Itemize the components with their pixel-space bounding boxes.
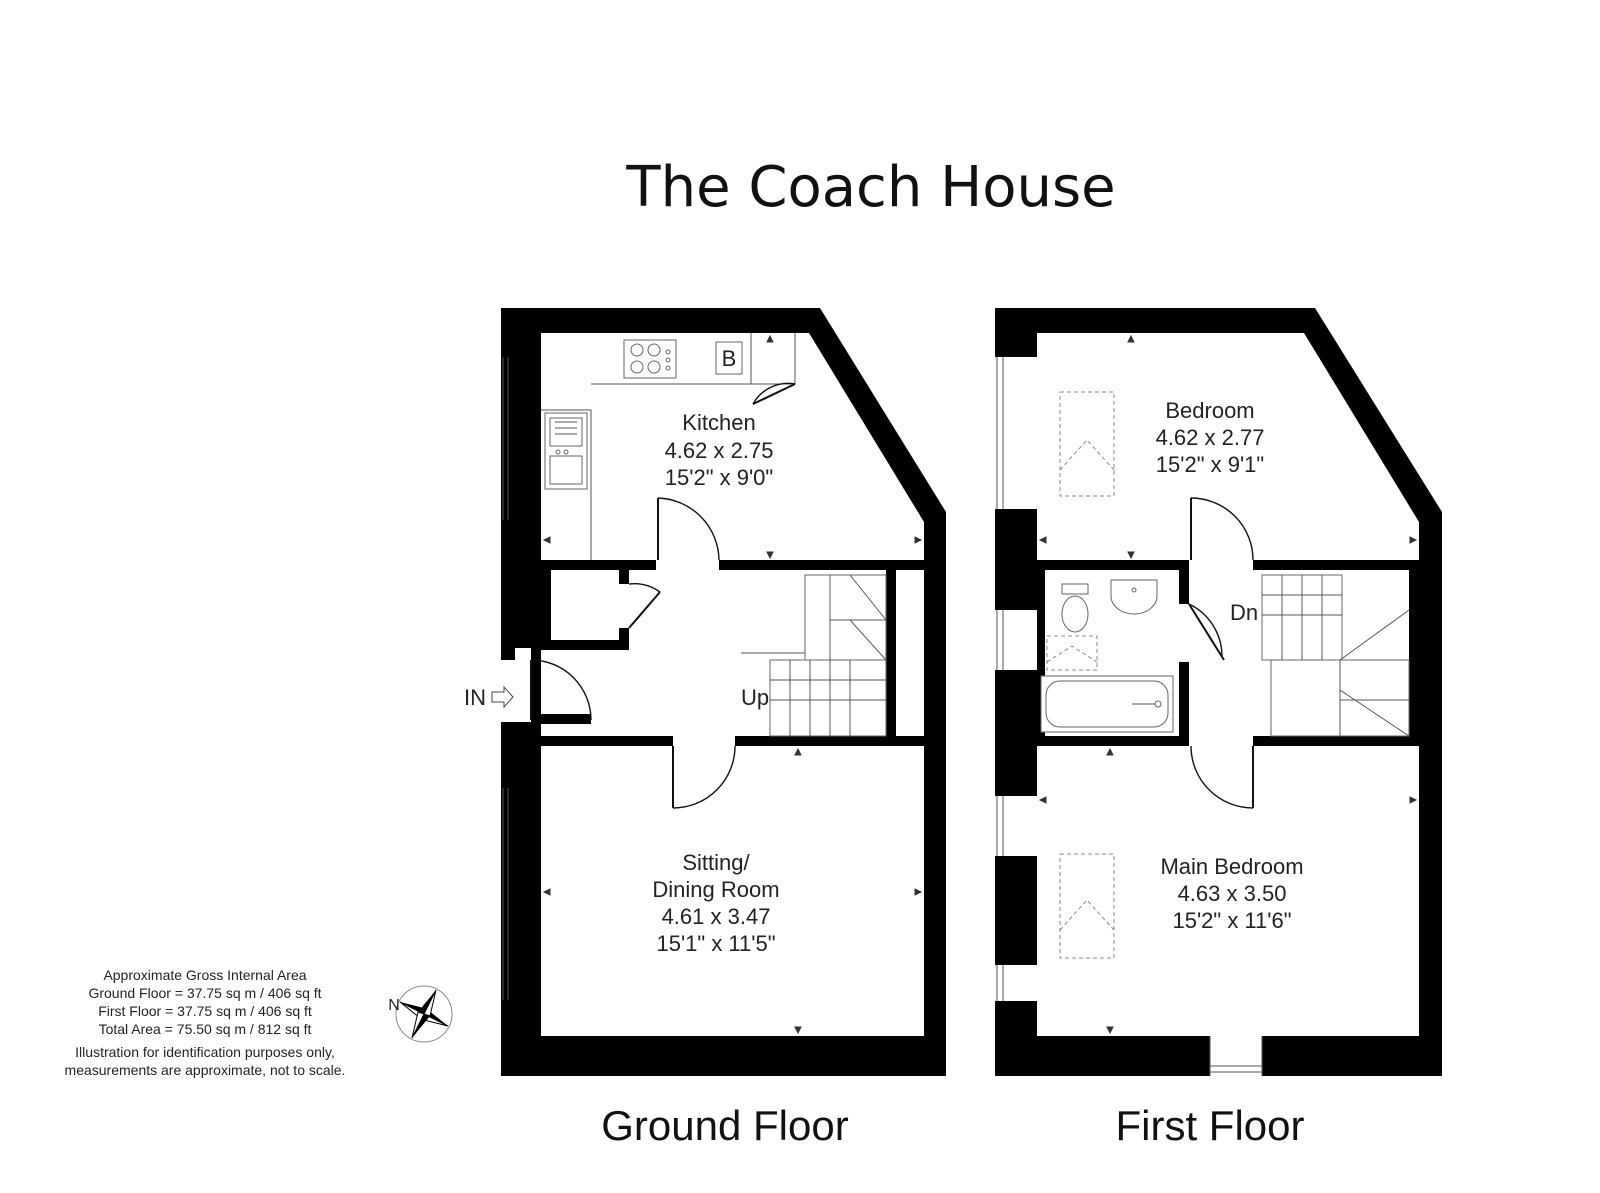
- ground-floor-label: Ground Floor: [601, 1102, 848, 1149]
- bathroom-wall: [1179, 560, 1189, 604]
- sitting-name-line2: Dining Room: [652, 877, 779, 902]
- main-bedroom-door: [1190, 745, 1254, 809]
- ground-internal-wall: [719, 560, 924, 570]
- entrance-label: IN: [464, 685, 486, 710]
- entrance-gap: [501, 648, 531, 722]
- sitting-imperial: 15'1" x 11'5": [656, 931, 775, 956]
- ground-wall-segment: [501, 520, 541, 648]
- ground-wall-segment: [501, 333, 541, 357]
- cupboard-door: [628, 591, 661, 629]
- main-bedroom-metric: 4.63 x 3.50: [1178, 881, 1287, 906]
- sink-icon: [544, 412, 588, 490]
- cupboard-wall: [619, 570, 629, 584]
- hob-icon: [623, 339, 677, 379]
- first-internal-wall: [1253, 560, 1419, 570]
- compass-rose-icon: N: [388, 985, 453, 1043]
- ground-internal-wall: [735, 736, 924, 746]
- cupboard-wall: [541, 570, 551, 650]
- area-note: Approximate Gross Internal Area Ground F…: [65, 967, 346, 1078]
- bathroom-wall: [1179, 662, 1189, 746]
- sitting-metric: 4.61 x 3.47: [662, 904, 771, 929]
- kitchen-imperial: 15'2" x 9'0": [665, 465, 773, 490]
- ground-wall-segment: [501, 722, 515, 736]
- sitting-name-line1: Sitting/: [682, 850, 750, 875]
- bathroom-door: [1188, 603, 1223, 657]
- ground-internal-wall: [541, 560, 656, 570]
- stair-wall: [1409, 570, 1419, 736]
- bathroom-skylight: [1046, 635, 1098, 671]
- stairs-up-label: Up: [741, 685, 769, 710]
- kitchen-door: [657, 497, 720, 561]
- dimension-markers: [1038, 334, 1418, 1035]
- first-floor-label: First Floor: [1116, 1102, 1305, 1149]
- cupboard-wall: [619, 628, 629, 650]
- kitchen-cupboard-door: [752, 383, 796, 405]
- compass-north-label: N: [388, 997, 400, 1014]
- ground-internal-wall: [531, 714, 591, 724]
- cupboard-door: [628, 582, 661, 593]
- kitchen-name: Kitchen: [682, 410, 755, 435]
- kitchen-cupboard-door: [752, 382, 796, 405]
- bathroom-window: [995, 610, 1037, 670]
- ground-wall-segment: [501, 648, 515, 660]
- bath-icon: [1040, 675, 1174, 733]
- main-bedroom-window: [995, 965, 1037, 1001]
- bedroom-door: [1190, 497, 1254, 561]
- first-internal-wall: [1037, 736, 1189, 746]
- main-bedroom-window: [995, 796, 1037, 856]
- area-note-line: measurements are approximate, not to sca…: [65, 1062, 346, 1078]
- main-bedroom-imperial: 15'2" x 11'6": [1172, 908, 1291, 933]
- bedroom-skylight: [1059, 391, 1115, 497]
- first-internal-wall: [1253, 736, 1419, 746]
- cupboard-wall: [541, 640, 629, 650]
- area-note-line: Total Area = 75.50 sq m / 812 sq ft: [99, 1021, 312, 1037]
- stair-wall: [886, 570, 896, 736]
- stairs-down-label: Dn: [1230, 600, 1258, 625]
- area-note-line: Approximate Gross Internal Area: [103, 967, 306, 983]
- bedroom-imperial: 15'2" x 9'1": [1156, 452, 1264, 477]
- kitchen-metric: 4.62 x 2.75: [665, 438, 774, 463]
- dimension-markers: [542, 334, 923, 1035]
- entrance-arrow-icon: [491, 685, 514, 709]
- plan-title: The Coach House: [625, 155, 1115, 220]
- boiler-label: B: [722, 346, 737, 371]
- toilet-icon: [1061, 583, 1089, 633]
- area-note-line: Illustration for identification purposes…: [75, 1044, 335, 1060]
- boiler-icon: B: [715, 341, 743, 375]
- ground-internal-wall: [531, 736, 673, 746]
- entrance-door: [530, 659, 592, 721]
- first-floor-plan: Bedroom 4.62 x 2.77 15'2" x 9'1" Main Be…: [995, 308, 1442, 1149]
- main-bedroom-skylight: [1059, 853, 1115, 959]
- washbasin-icon: [1110, 579, 1158, 615]
- first-internal-wall: [1037, 560, 1189, 570]
- main-bedroom-name: Main Bedroom: [1160, 854, 1303, 879]
- bedroom-window: [995, 357, 1037, 509]
- area-note-line: First Floor = 37.75 sq m / 406 sq ft: [98, 1003, 312, 1019]
- bathroom-door: [1188, 603, 1225, 661]
- ground-wall-segment: [501, 1000, 541, 1040]
- main-bedroom-bottom-window: [1210, 1036, 1262, 1076]
- sitting-door: [672, 745, 736, 809]
- stairs-up: [741, 574, 887, 737]
- area-note-line: Ground Floor = 37.75 sq m / 406 sq ft: [88, 985, 321, 1001]
- bedroom-metric: 4.62 x 2.77: [1156, 425, 1265, 450]
- ground-floor-plan: B: [464, 308, 946, 1149]
- kitchen-worktop: [541, 409, 592, 560]
- stairs-down: [1261, 574, 1410, 737]
- bedroom-name: Bedroom: [1165, 398, 1254, 423]
